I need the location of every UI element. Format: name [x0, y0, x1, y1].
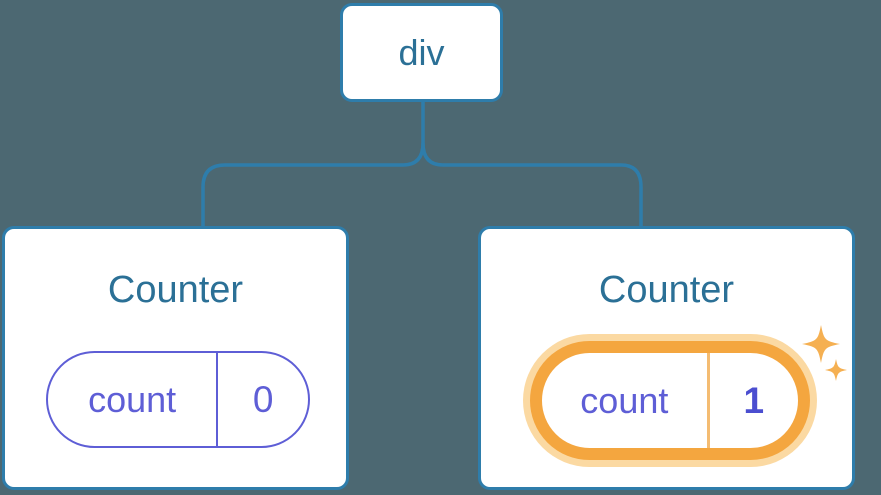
state-value: 0: [252, 378, 274, 420]
state-pill-highlighted: count 1: [530, 341, 810, 460]
state-key: count: [48, 353, 219, 446]
tree-node-div: div: [340, 3, 503, 102]
state-value: 1: [743, 379, 765, 421]
component-name: Counter: [107, 269, 244, 311]
state-pill: count 0: [46, 351, 310, 448]
counter-card-left: Counter count 0: [2, 226, 349, 490]
counter-card-right: Counter count 1: [478, 226, 855, 490]
state-key: count: [542, 353, 710, 448]
component-name: Counter: [598, 269, 735, 311]
tree-node-div-label: div: [398, 31, 445, 73]
